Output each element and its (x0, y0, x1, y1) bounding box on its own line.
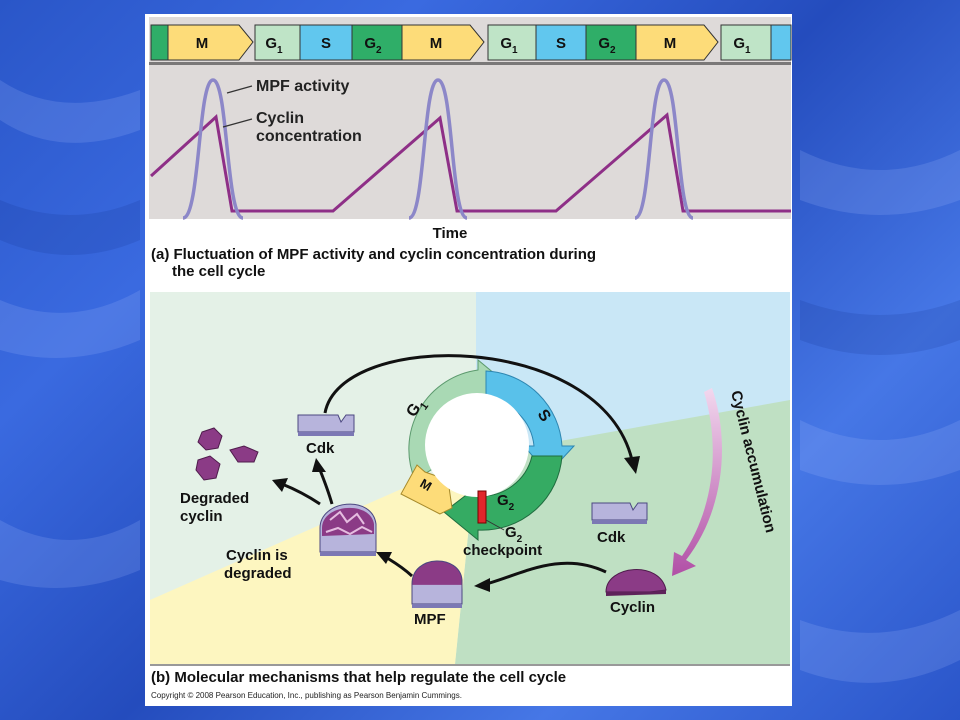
phase-g2-stub (150, 24, 169, 61)
phase-label: G2 (364, 35, 382, 56)
panel-b: G1 S G2 M G2 checkpoint Cdk Cdk (150, 292, 790, 686)
g2-checkpoint-bar (477, 490, 487, 524)
phase-block-g1 (720, 24, 772, 61)
checkpoint-label-line2: checkpoint (463, 542, 542, 559)
cyclin-to-mpf-arrow (485, 561, 607, 586)
cdk-right-label: Cdk (597, 529, 626, 546)
phase-label: G2 (598, 35, 616, 56)
phase-block-m (401, 24, 485, 61)
panel-a-caption-line2: the cell cycle (172, 263, 265, 280)
phase-label: G1 (733, 35, 751, 56)
checkpoint-label-line1: G2 (505, 524, 523, 545)
phase-s-stub (770, 24, 792, 61)
phase-bar: M G1 S G2 M G1 S G2 M G1 (150, 24, 792, 61)
phase-block-s (535, 24, 587, 61)
cdk-recycle-arrow (323, 354, 634, 461)
cyclin-degraded-label-1: Cyclin is (226, 547, 288, 564)
copyright-text: Copyright © 2008 Pearson Education, Inc.… (151, 691, 462, 700)
cycle-center (425, 393, 529, 497)
to-degraded-cyclin-arrowhead (272, 478, 288, 492)
phase-label: S (556, 35, 566, 52)
mpf-activity-curve (182, 78, 694, 220)
cyclin-shape: Cyclin (605, 569, 667, 616)
phase-block-m (167, 24, 254, 61)
phase-label: M (664, 35, 677, 52)
panel-a: M G1 S G2 M G1 S G2 M G1 (149, 17, 792, 280)
cdk-top-label: Cdk (306, 440, 335, 457)
phase-label: M (196, 35, 209, 52)
degraded-cyclin-label-2: cyclin (180, 508, 223, 525)
cdk-top: Cdk (297, 414, 355, 457)
cyclin-accumulation-arrow (672, 388, 722, 576)
cyclin-label: Cyclin (610, 599, 655, 616)
cyclin-leader-line (222, 118, 253, 128)
mpf-activity-label: MPF activity (256, 78, 349, 95)
mpf-label: MPF (414, 611, 446, 628)
phase-block-g2 (351, 24, 403, 61)
panel-b-caption: (b) Molecular mechanisms that help regul… (151, 669, 566, 686)
phase-block-g1 (254, 24, 301, 61)
degrading-complex (319, 503, 377, 556)
cycle-g1-label: G1 (403, 395, 431, 422)
phase-label: G1 (500, 35, 518, 56)
region-m (150, 456, 476, 664)
degraded-cyclin-label-1: Degraded (180, 490, 249, 507)
phase-label: S (321, 35, 331, 52)
time-axis-label: Time (433, 225, 468, 242)
degraded-cyclin-fragments (195, 427, 259, 481)
cdk-right: Cdk (591, 502, 648, 546)
cyclin-degraded-label-2: degraded (224, 565, 292, 582)
g2-arrow (443, 455, 563, 542)
phase-block-m (635, 24, 719, 61)
panel-a-divider (149, 62, 791, 65)
cyclin-label-line1: Cyclin (256, 110, 304, 127)
cyclin-concentration-line (149, 112, 791, 213)
cyclin-label-line2: concentration (256, 128, 362, 145)
cyclin-to-mpf-arrowhead (474, 578, 490, 592)
cycle-g2-label: G2 (497, 492, 515, 513)
mpf-leader-line (226, 85, 253, 94)
panel-a-caption-line1: (a) Fluctuation of MPF activity and cycl… (151, 246, 596, 263)
phase-label: M (430, 35, 443, 52)
figure-slide: M G1 S G2 M G1 S G2 M G1 (145, 14, 792, 706)
cdk-recycle-arrowhead (624, 456, 640, 474)
mpf-complex: MPF (411, 560, 463, 628)
panel-b-divider (150, 664, 790, 666)
phase-block-g2 (585, 24, 637, 61)
cell-cycle-ring: G1 S G2 M (400, 358, 576, 542)
to-cdk-arrow (318, 469, 334, 505)
phase-block-s (299, 24, 353, 61)
phase-label: G1 (265, 35, 283, 56)
to-cdk-arrowhead (312, 458, 326, 472)
checkpoint-leader-line (485, 519, 505, 531)
mpf-to-degraded-arrowhead (376, 552, 392, 564)
